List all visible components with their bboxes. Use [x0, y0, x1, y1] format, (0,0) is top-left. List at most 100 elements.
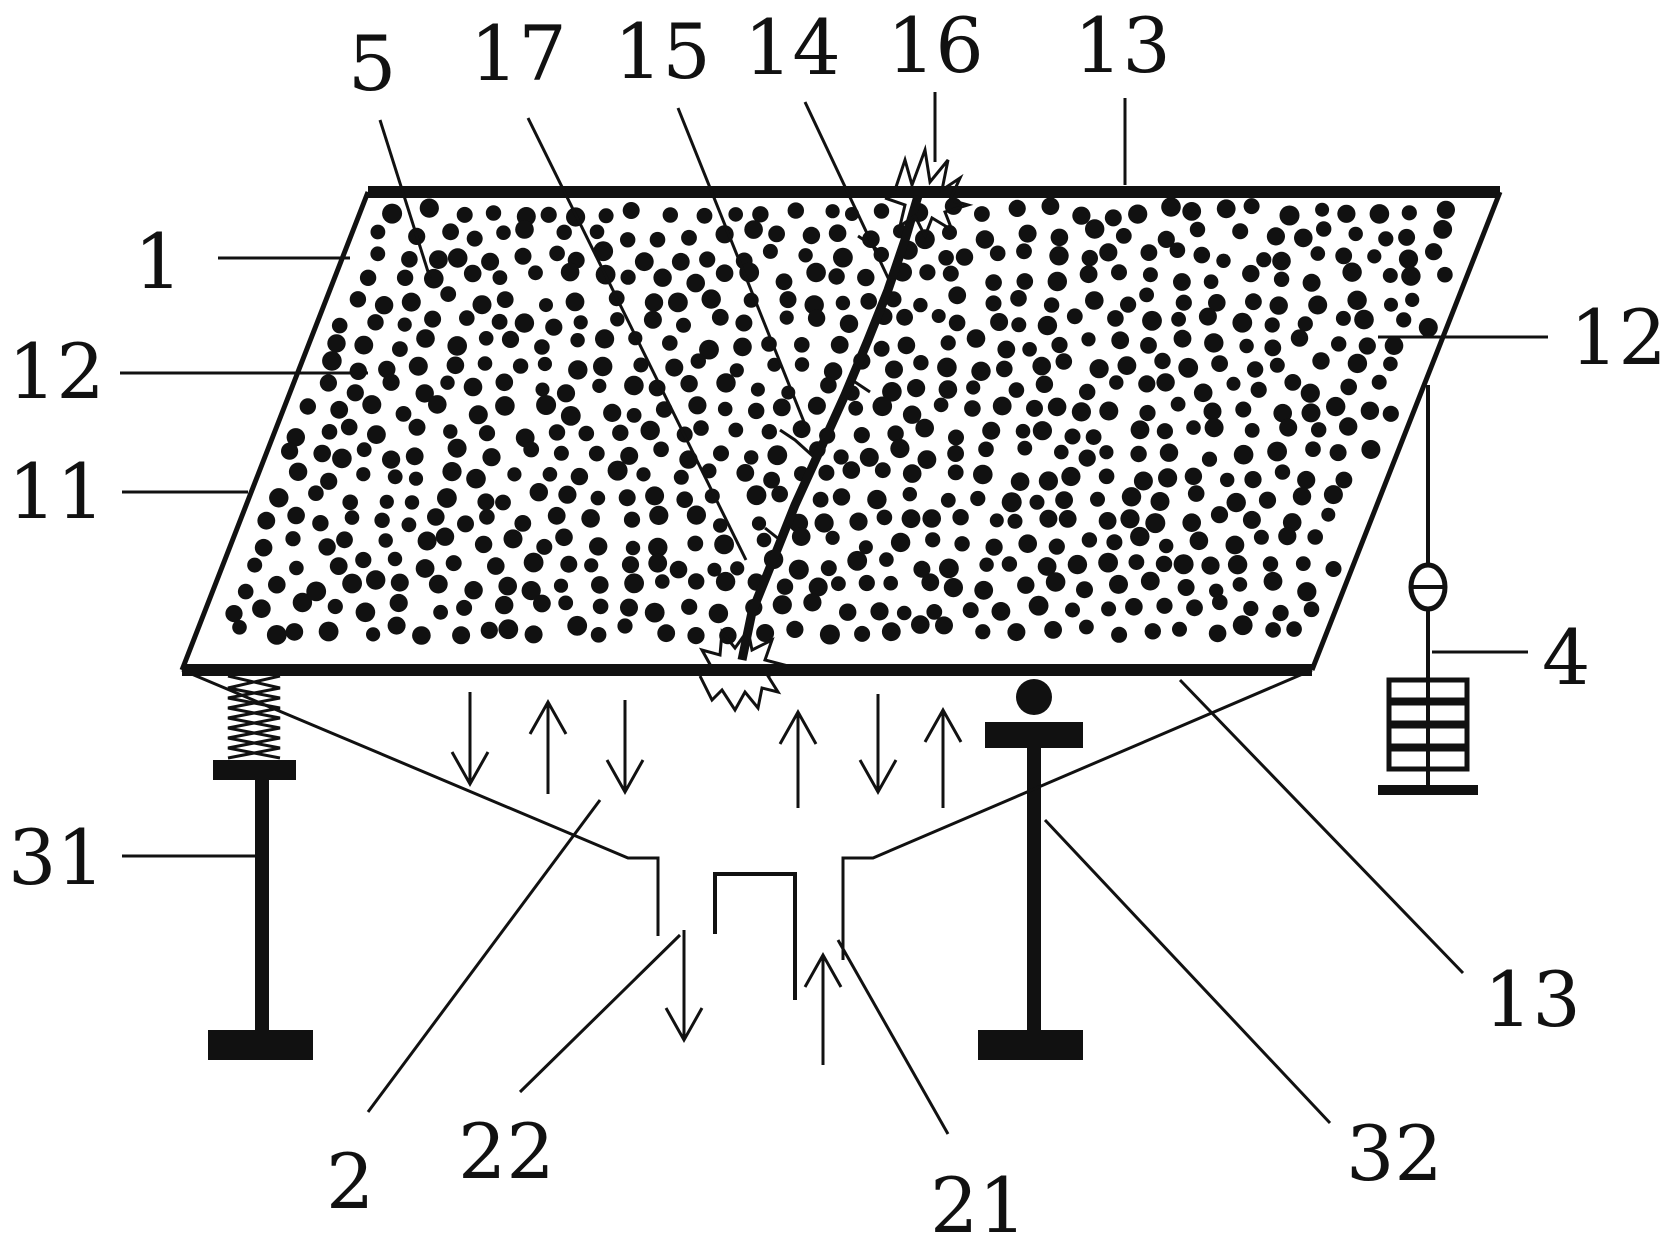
particle — [536, 395, 557, 415]
particle — [947, 464, 964, 481]
particle — [607, 460, 628, 481]
particle — [589, 537, 608, 556]
particle — [859, 447, 879, 467]
particle — [714, 534, 734, 555]
particle — [1239, 338, 1254, 354]
crack-tip-top — [884, 144, 974, 240]
particle — [1384, 297, 1398, 312]
reference-labels: 5 17 15 14 16 13 1 12 12 11 4 31 13 32 2… — [8, 1, 1667, 1239]
particle — [1089, 359, 1109, 379]
particle — [1081, 332, 1096, 347]
particle — [447, 438, 467, 458]
particle — [487, 557, 505, 575]
particle — [1142, 310, 1162, 331]
particle — [787, 202, 804, 219]
particle — [1032, 421, 1052, 441]
funnel — [181, 668, 1313, 1000]
particle — [463, 377, 483, 397]
particle — [1371, 374, 1387, 390]
particle — [396, 269, 414, 286]
particle — [1201, 451, 1218, 467]
particle — [730, 561, 745, 576]
particle — [812, 491, 829, 508]
particle — [1361, 440, 1381, 459]
particle — [1335, 247, 1353, 265]
particle — [1155, 555, 1173, 573]
particle — [686, 505, 707, 525]
particle — [355, 551, 372, 569]
particle — [1269, 357, 1285, 373]
particle — [991, 602, 1011, 621]
particle — [570, 467, 589, 486]
particle — [1071, 402, 1091, 422]
particle — [548, 424, 566, 441]
particle — [1347, 290, 1367, 310]
particle — [485, 205, 502, 221]
particle — [794, 337, 810, 353]
particle — [1312, 352, 1330, 370]
particle — [1437, 266, 1453, 283]
particle — [408, 471, 424, 486]
particle — [624, 573, 644, 594]
particle — [835, 295, 851, 311]
particle — [687, 535, 704, 552]
particle — [996, 360, 1013, 378]
particle — [524, 625, 543, 644]
particle — [772, 595, 792, 615]
particle — [1140, 244, 1158, 261]
particle — [1225, 535, 1245, 555]
particle — [1186, 420, 1201, 435]
particle — [915, 418, 934, 438]
particle — [707, 562, 722, 577]
particle — [872, 396, 893, 417]
particle — [1290, 329, 1309, 347]
hanging-weight — [1378, 385, 1478, 795]
particle — [477, 356, 493, 371]
particle — [1015, 423, 1031, 439]
crack-tip-bottom — [698, 626, 793, 713]
particle — [1159, 443, 1179, 462]
particle — [621, 556, 640, 574]
particle — [1032, 356, 1051, 376]
particle — [1079, 265, 1098, 284]
particle — [440, 375, 455, 390]
particle — [1310, 246, 1326, 261]
particle — [1232, 223, 1249, 240]
particle — [405, 447, 424, 466]
particle — [327, 334, 346, 353]
particle — [719, 626, 737, 645]
particle — [1107, 310, 1124, 327]
particle — [1354, 309, 1374, 330]
particle — [1142, 267, 1158, 283]
particle — [474, 535, 493, 554]
particle — [645, 486, 665, 506]
particle — [617, 618, 633, 634]
particle — [478, 425, 496, 442]
particle — [593, 241, 614, 262]
particle — [547, 506, 566, 525]
particle — [688, 396, 707, 415]
particle — [1051, 336, 1068, 354]
particle — [620, 598, 638, 617]
particle — [662, 335, 678, 351]
particle — [1279, 418, 1298, 437]
particle — [1297, 470, 1316, 490]
particle — [1138, 375, 1156, 393]
particle — [356, 442, 372, 458]
particle — [459, 310, 475, 326]
particle — [671, 252, 690, 271]
particle — [931, 309, 946, 323]
particle — [808, 577, 828, 597]
particle — [779, 310, 794, 325]
particle — [392, 341, 408, 357]
particle — [1216, 253, 1231, 268]
particle — [761, 424, 777, 440]
particle — [370, 224, 386, 240]
particle — [622, 202, 640, 219]
particle — [553, 445, 569, 461]
particle — [662, 207, 678, 223]
particle — [1401, 205, 1417, 221]
label-17: 17 — [470, 9, 567, 98]
particle — [570, 333, 585, 348]
particle — [806, 262, 826, 283]
